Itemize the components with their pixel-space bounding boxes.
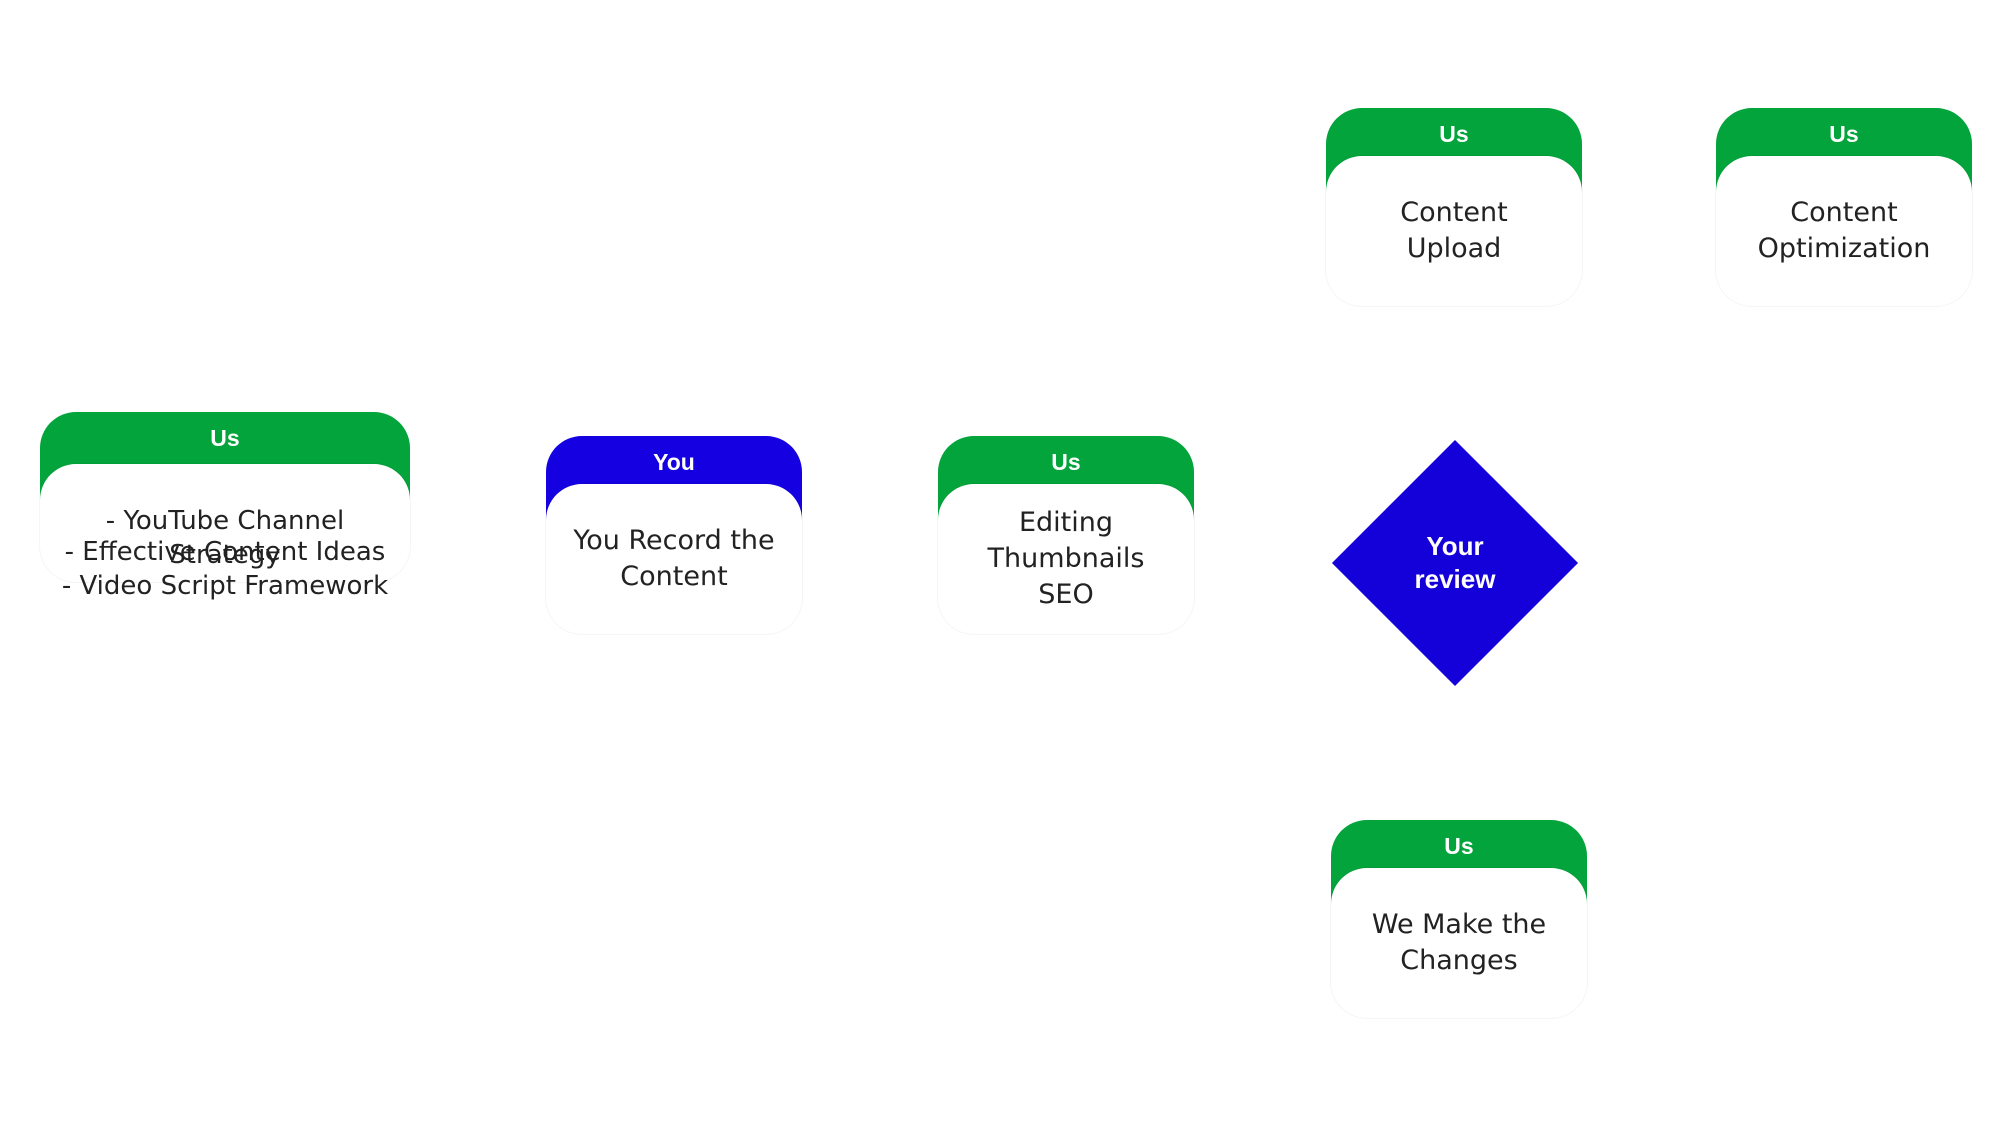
editing-card: Us Editing Thumbnails SEO <box>938 436 1194 634</box>
upload-card: Us Content Upload <box>1326 108 1582 306</box>
editing-card-body: Editing Thumbnails SEO <box>938 484 1194 634</box>
strategy-card: Us - YouTube Channel Strategy - Effectiv… <box>40 412 410 610</box>
review-decision: Your review <box>1331 439 1579 687</box>
changes-card-body: We Make the Changes <box>1331 868 1587 1018</box>
upload-card-text: Content Upload <box>1400 197 1508 264</box>
optimization-card-body: Content Optimization <box>1716 156 1972 306</box>
review-diamond-label: Your review <box>1414 531 1496 594</box>
strategy-line-2: - Effective Content Ideas <box>64 537 386 567</box>
strategy-card-body: - YouTube Channel Strategy <box>40 464 410 582</box>
optimization-card-text: Content Optimization <box>1757 197 1931 264</box>
editing-card-text: Editing Thumbnails SEO <box>987 507 1145 610</box>
record-card-body: You Record the Content <box>546 484 802 634</box>
changes-card-text: We Make the Changes <box>1371 909 1547 976</box>
record-card: You You Record the Content <box>546 436 802 634</box>
record-card-text: You Record the Content <box>573 525 775 592</box>
optimization-card: Us Content Optimization <box>1716 108 1972 306</box>
changes-card: Us We Make the Changes <box>1331 820 1587 1018</box>
upload-card-body: Content Upload <box>1326 156 1582 306</box>
strategy-line-3: - Video Script Framework <box>61 571 389 601</box>
strategy-line-1: - YouTube Channel Strategy <box>105 506 345 570</box>
